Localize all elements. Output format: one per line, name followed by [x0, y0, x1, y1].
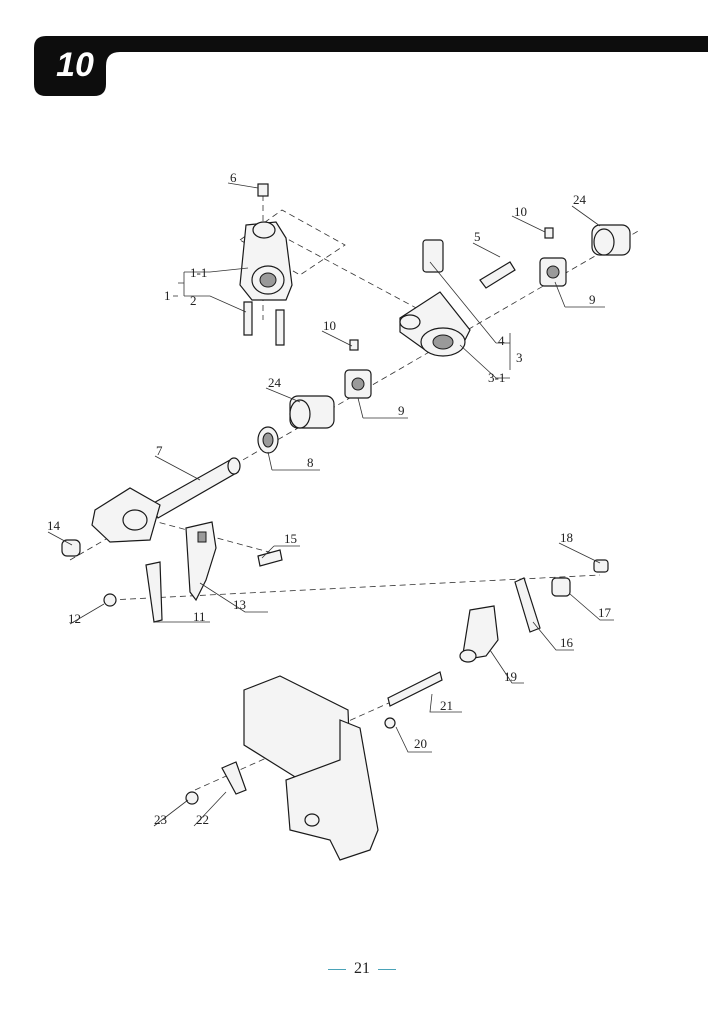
callout-9-lower: 9	[398, 403, 405, 418]
callout-9-upper: 9	[589, 292, 596, 307]
callout-3: 3	[516, 350, 523, 365]
section-header-bar	[34, 36, 708, 96]
footer-dash-right	[378, 968, 396, 970]
page-footer: 21	[0, 960, 724, 978]
callout-leader-lines	[47, 182, 614, 827]
callout-15: 15	[284, 531, 297, 546]
callout-24-lower: 24	[268, 375, 282, 390]
callout-17: 17	[598, 605, 612, 620]
callout-5: 5	[474, 229, 481, 244]
callout-1-1: 1-1	[190, 265, 207, 280]
callout-6: 6	[230, 170, 237, 185]
base-frame-plate	[185, 675, 379, 861]
lower-right-parts	[384, 559, 609, 729]
callout-12: 12	[68, 611, 81, 626]
callout-8: 8	[307, 455, 314, 470]
callout-10-lower: 10	[323, 318, 336, 333]
callout-11: 11	[193, 609, 206, 624]
callout-21: 21	[440, 698, 453, 713]
callout-14: 14	[47, 518, 61, 533]
callout-3-1: 3-1	[488, 370, 505, 385]
callout-20: 20	[414, 736, 427, 751]
callout-1: 1	[164, 288, 171, 303]
callout-13: 13	[233, 597, 246, 612]
callout-10-upper: 10	[514, 204, 527, 219]
callout-labels: 6 1 1-1 2 5 4 3 3-1 10 24 9 10 24 9 8 7 …	[47, 170, 612, 827]
footer-dash-left	[328, 968, 346, 970]
page-number: 21	[354, 960, 370, 977]
section-number: 10	[56, 46, 94, 84]
knife-holder-parts	[103, 521, 283, 623]
callout-24-upper: 24	[573, 192, 587, 207]
main-shaft-part	[61, 457, 241, 557]
callout-2: 2	[190, 293, 197, 308]
rocker-bracket-part	[399, 239, 516, 357]
right-collar-bushing-parts	[539, 224, 631, 287]
callout-18: 18	[560, 530, 573, 545]
callout-19: 19	[504, 669, 517, 684]
callout-22: 22	[196, 812, 209, 827]
callout-4: 4	[498, 333, 505, 348]
callout-16: 16	[560, 635, 574, 650]
callout-23: 23	[154, 812, 167, 827]
upper-link-arm-part	[239, 183, 293, 346]
callout-7: 7	[156, 443, 163, 458]
middle-collar-bushing-parts	[257, 339, 372, 454]
